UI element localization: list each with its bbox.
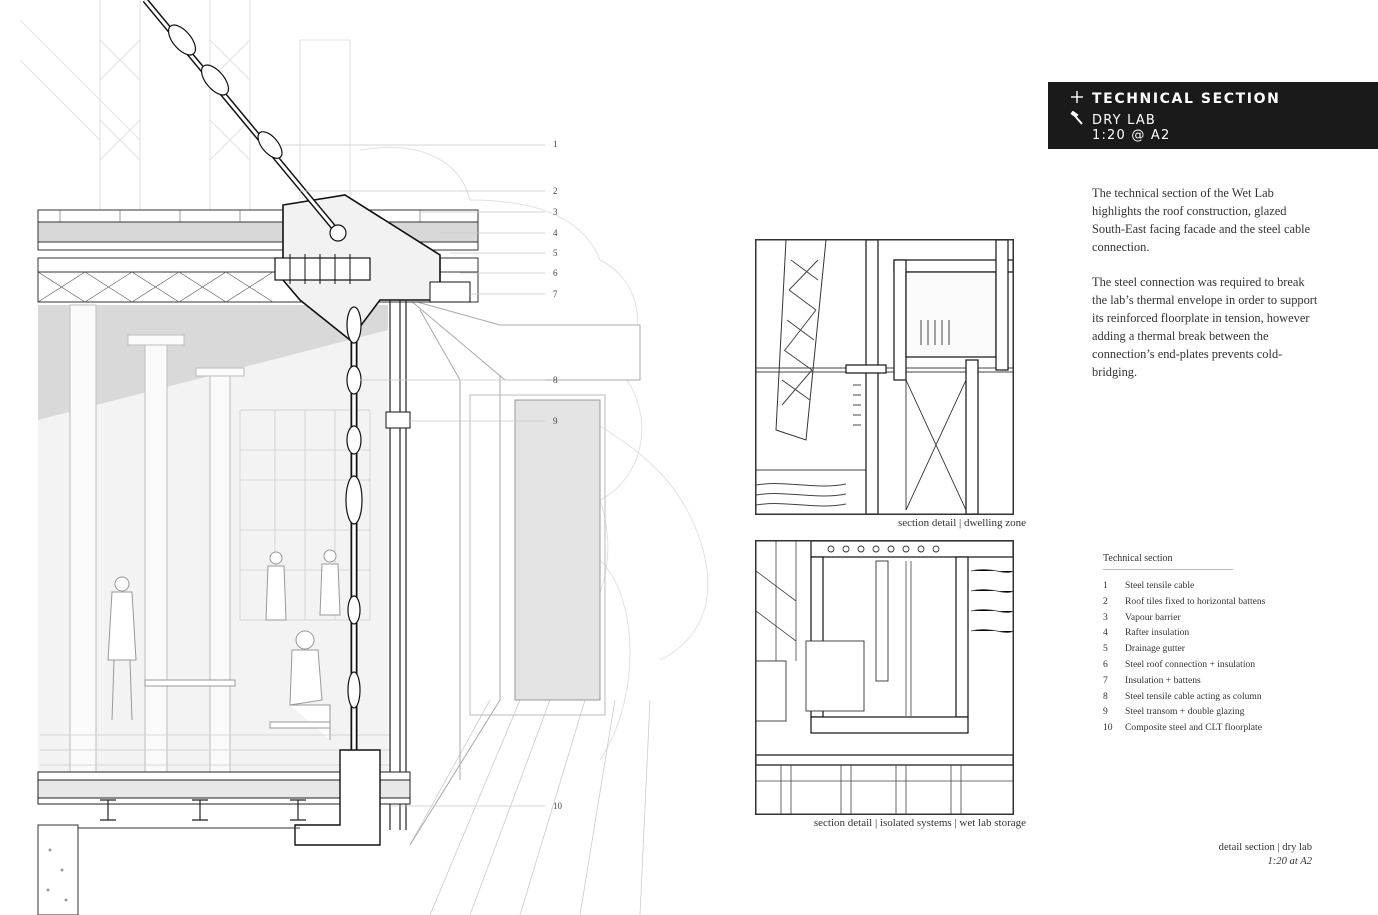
hammer-icon — [1070, 110, 1084, 129]
legend-item-label: Rafter insulation — [1125, 627, 1190, 639]
footer-title: detail section | dry lab — [1218, 842, 1312, 853]
description-paragraph-2: The steel connection was required to bre… — [1092, 275, 1318, 379]
legend-item: 8 Steel tensile cable acting as column — [1103, 689, 1335, 705]
legend-item-number: 9 — [1103, 706, 1108, 718]
callout-2: 2 — [553, 186, 558, 196]
legend-item-number: 6 — [1103, 658, 1108, 670]
footer-scale: 1:20 at A2 — [1267, 856, 1312, 867]
legend: Technical section 1 Steel tensile cable 2… — [1103, 553, 1335, 736]
legend-item-number: 5 — [1103, 643, 1108, 655]
callout-8: 8 — [553, 375, 558, 385]
legend-item: 6 Steel roof connection + insulation — [1103, 657, 1335, 673]
legend-item-label: Steel roof connection + insulation — [1125, 658, 1256, 670]
callout-4: 4 — [553, 228, 558, 238]
legend-item-label: Composite steel and CLT floorplate — [1125, 722, 1262, 734]
legend-item: 7 Insulation + battens — [1103, 673, 1335, 689]
callout-10: 10 — [553, 801, 562, 811]
detail-dwelling-zone-drawing — [756, 240, 1013, 514]
callout-1: 1 — [553, 139, 558, 149]
legend-item: 2 Roof tiles fixed to horizontal battens — [1103, 594, 1335, 610]
section-header: TECHNICAL SECTION DRY LAB 1:20 @ A2 — [1048, 82, 1378, 149]
legend-item: 9 Steel transom + double glazing — [1103, 704, 1335, 720]
legend-item-number: 7 — [1103, 674, 1108, 686]
callout-7: 7 — [553, 289, 558, 299]
header-subtitle: DRY LAB — [1092, 112, 1157, 128]
legend-item-label: Steel transom + double glazing — [1125, 706, 1245, 718]
legend-item-number: 1 — [1103, 580, 1108, 591]
legend-item: 1 Steel tensile cable — [1103, 578, 1335, 594]
legend-item: 10 Composite steel and CLT floorplate — [1103, 720, 1335, 736]
legend-item-label: Insulation + battens — [1125, 674, 1201, 686]
callout-3: 3 — [553, 207, 558, 217]
callout-6: 6 — [553, 268, 558, 278]
legend-item-label: Vapour barrier — [1125, 611, 1181, 623]
detail-wet-lab-storage — [755, 540, 1014, 815]
legend-item-label: Steel tensile cable acting as column — [1125, 690, 1262, 702]
detail-caption-2: section detail | isolated systems | wet … — [813, 817, 1026, 829]
technical-section-drawing — [19, 0, 709, 915]
legend-item: 5 Drainage gutter — [1103, 641, 1335, 657]
callout-9: 9 — [553, 416, 558, 426]
legend-item: 4 Rafter insulation — [1103, 625, 1335, 641]
legend-item-number: 2 — [1103, 595, 1108, 607]
legend-item-number: 3 — [1103, 611, 1108, 623]
legend-item-number: 10 — [1103, 722, 1113, 734]
header-title-row: TECHNICAL SECTION — [1070, 91, 1280, 107]
header-subtitle-row: DRY LAB — [1070, 110, 1157, 129]
plus-icon — [1070, 91, 1084, 107]
legend-item: 3 Vapour barrier — [1103, 610, 1335, 626]
legend-title: Technical section — [1103, 553, 1233, 570]
legend-item-label: Steel tensile cable — [1125, 580, 1195, 591]
detail-caption-1: section detail | dwelling zone — [897, 517, 1026, 529]
header-scale: 1:20 @ A2 — [1092, 128, 1171, 143]
header-title: TECHNICAL SECTION — [1092, 91, 1281, 107]
legend-item-number: 8 — [1103, 690, 1108, 702]
detail-wet-lab-storage-drawing — [756, 541, 1013, 814]
legend-item-number: 4 — [1103, 627, 1108, 639]
description-paragraph-1: The technical section of the Wet Lab hig… — [1092, 186, 1311, 254]
callout-5: 5 — [553, 248, 558, 258]
page-footer: detail section | dry lab 1:20 at A2 — [1150, 841, 1312, 869]
legend-item-label: Drainage gutter — [1125, 643, 1185, 655]
legend-item-label: Roof tiles fixed to horizontal battens — [1125, 595, 1266, 607]
detail-dwelling-zone — [755, 239, 1014, 515]
